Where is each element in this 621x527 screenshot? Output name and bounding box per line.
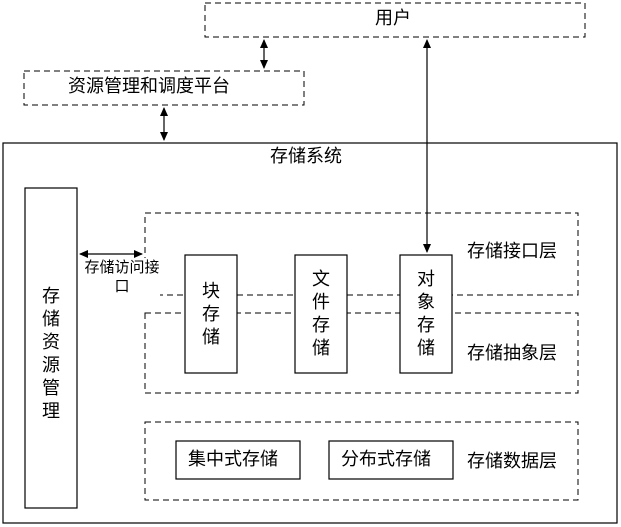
user-box: [204, 2, 586, 38]
object-storage-box: [399, 254, 453, 374]
distributed-storage-label: 分布式存储: [341, 449, 431, 470]
access-interface-label: 存储访问接口: [84, 258, 160, 296]
data-layer-box: [144, 421, 579, 501]
block-storage-box: [184, 254, 238, 374]
platform-label: 资源管理和调度平台: [68, 76, 230, 97]
file-storage-box: [294, 254, 348, 374]
object-storage-label: 对象存储: [417, 269, 435, 359]
file-storage-label: 文件存储: [312, 269, 330, 359]
resource-mgmt-label: 存储资源管理: [42, 286, 60, 422]
platform-box: [23, 70, 305, 106]
data-layer-label: 存储数据层: [467, 451, 557, 472]
centralized-storage-label: 集中式存储: [188, 449, 278, 470]
centralized-storage-box: [175, 440, 301, 480]
interface-layer-label: 存储接口层: [467, 241, 557, 262]
block-storage-label: 块存储: [202, 281, 220, 348]
storage-system-box: [2, 142, 618, 524]
storage-system-label: 存储系统: [270, 146, 342, 167]
resource-mgmt-box: [24, 187, 78, 509]
user-label: 用户: [375, 8, 411, 29]
interface-layer-box: [144, 212, 579, 296]
distributed-storage-box: [328, 440, 454, 480]
abstract-layer-label: 存储抽象层: [467, 343, 557, 364]
abstract-layer-box: [144, 312, 579, 394]
